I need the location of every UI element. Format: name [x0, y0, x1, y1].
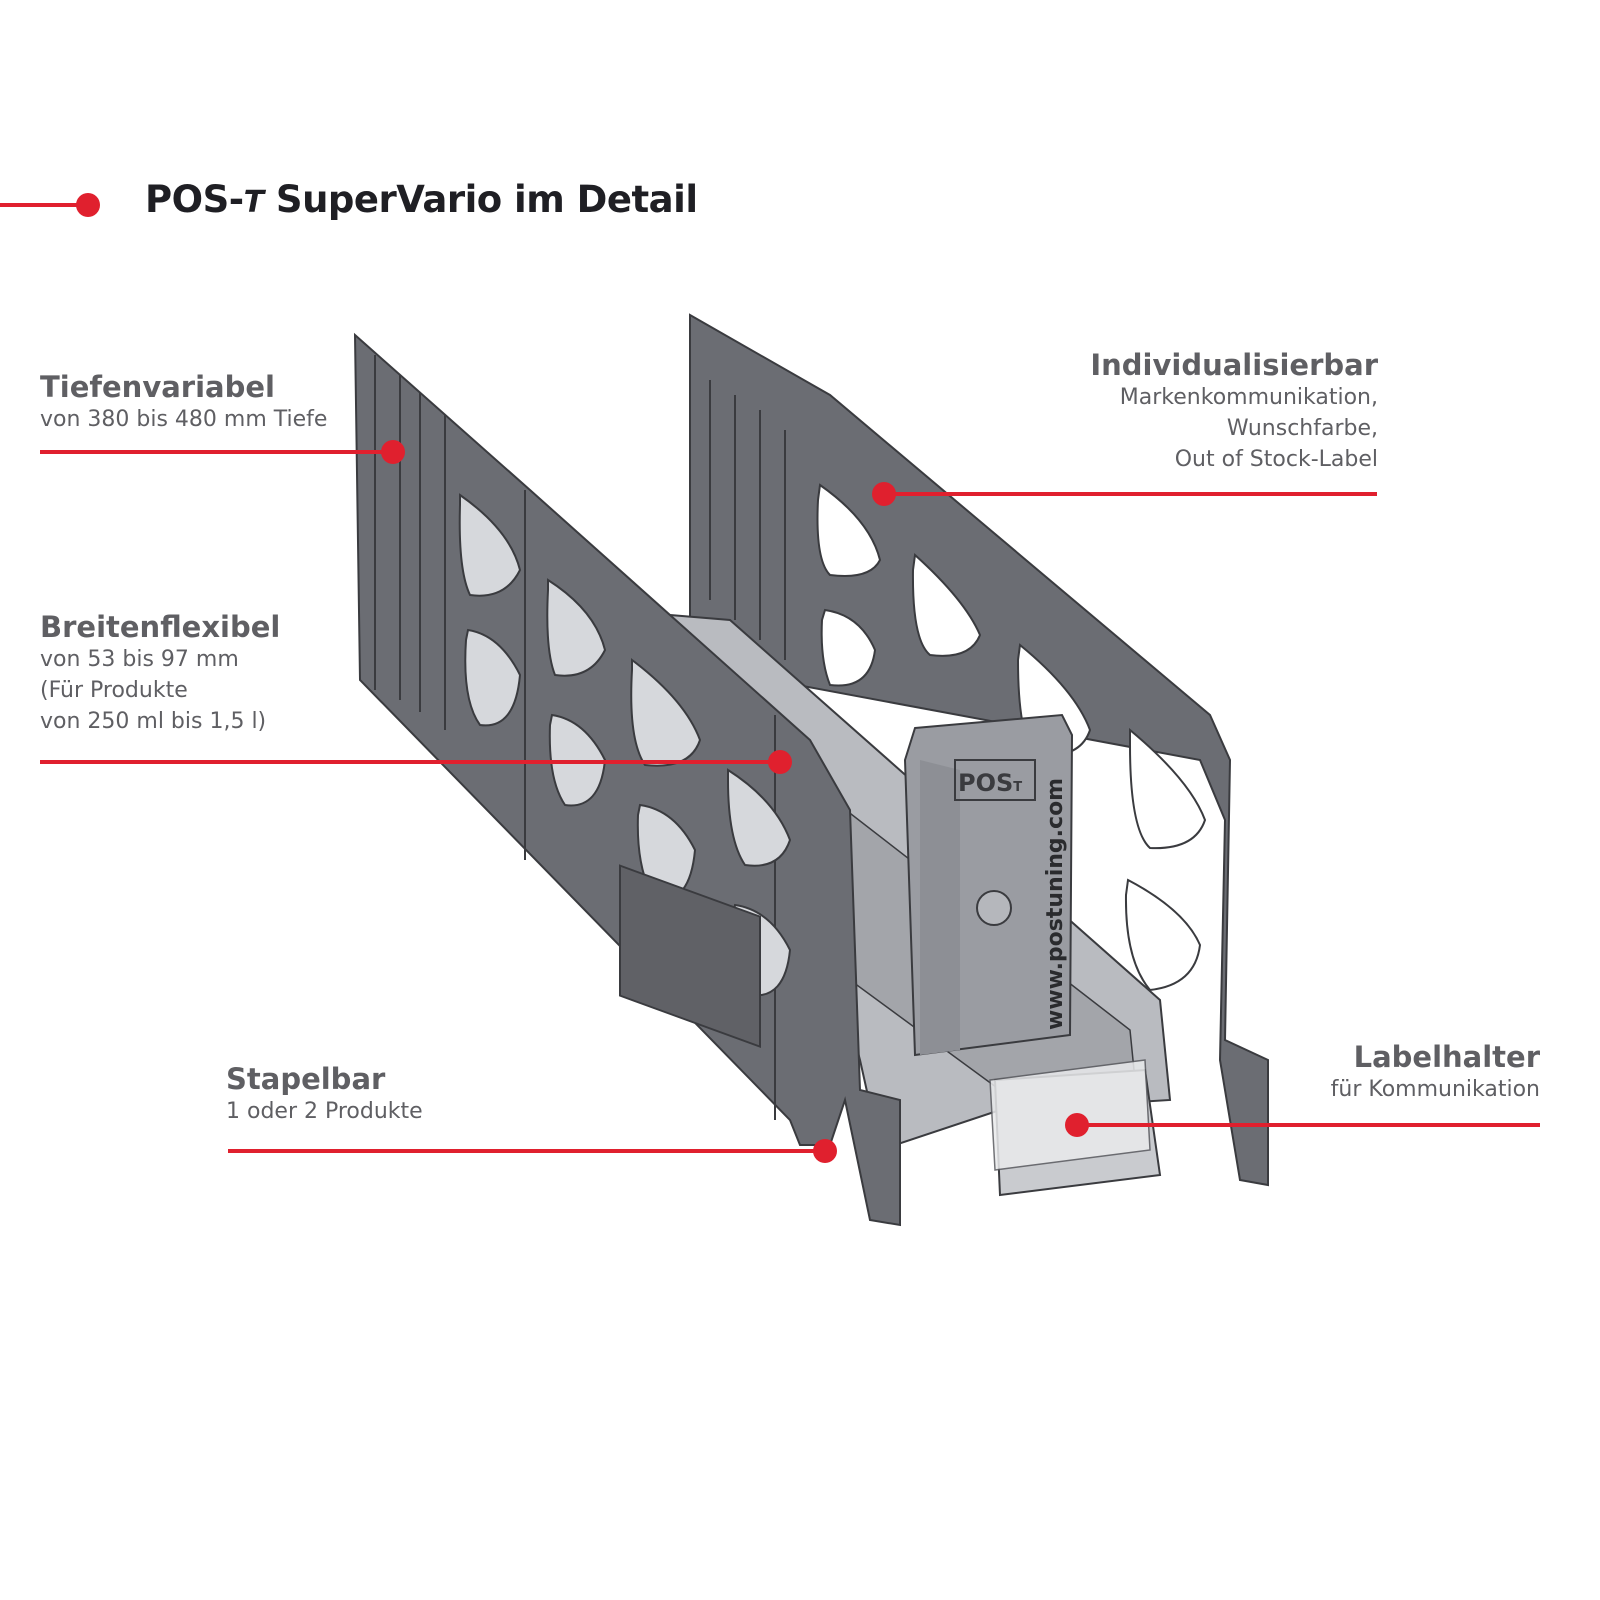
feature-text: Wunschfarbe,	[1226, 416, 1378, 441]
feature-text: Out of Stock-Label	[1174, 447, 1378, 472]
feature-tiefenvariabel: Tiefenvariabel von 380 bis 480 mm Tiefe	[40, 370, 327, 435]
callout-dot-tiefe	[381, 440, 405, 464]
feature-text: von 380 bis 480 mm Tiefe	[40, 407, 328, 432]
callout-dot-breite	[768, 750, 792, 774]
title-accent-dot	[76, 193, 100, 217]
feature-text: Markenkommunikation,	[1119, 385, 1378, 410]
label-holder-clear	[989, 1059, 1151, 1171]
callout-dot-stapel	[813, 1139, 837, 1163]
feature-heading: Tiefenvariabel	[40, 370, 275, 404]
feature-text: von 250 ml bis 1,5 l)	[40, 709, 267, 734]
feature-heading: Individualisierbar	[1090, 348, 1378, 382]
pusher-hole	[976, 890, 1012, 926]
feature-text: für Kommunikation	[1330, 1077, 1540, 1102]
title-brand: POS-	[145, 178, 244, 221]
feature-breitenflexibel: Breitenflexibel von 53 bis 97 mm (Für Pr…	[40, 610, 280, 737]
title-brand-t: T	[243, 185, 264, 220]
feature-text: von 53 bis 97 mm	[40, 647, 239, 672]
pusher-logo: POST	[958, 769, 1022, 797]
feature-text: (Für Produkte	[40, 678, 188, 703]
feature-stapelbar: Stapelbar 1 oder 2 Produkte	[226, 1062, 423, 1127]
feature-heading: Breitenflexibel	[40, 610, 281, 644]
feature-heading: Labelhalter	[1353, 1040, 1540, 1074]
callout-dot-indiv	[872, 482, 896, 506]
pusher-url: www.postuning.com	[1043, 778, 1068, 1030]
title-rest: SuperVario im Detail	[263, 178, 698, 221]
feature-labelhalter: Labelhalter für Kommunikation	[1331, 1040, 1540, 1105]
base-url-panel	[619, 864, 761, 1048]
feature-text: 1 oder 2 Produkte	[226, 1099, 423, 1124]
callout-dot-label	[1065, 1113, 1089, 1137]
feature-individualisierbar: Individualisierbar Markenkommunikation, …	[1090, 348, 1378, 475]
feature-heading: Stapelbar	[226, 1062, 386, 1096]
page-title: POS-T SuperVario im Detail	[145, 178, 698, 221]
